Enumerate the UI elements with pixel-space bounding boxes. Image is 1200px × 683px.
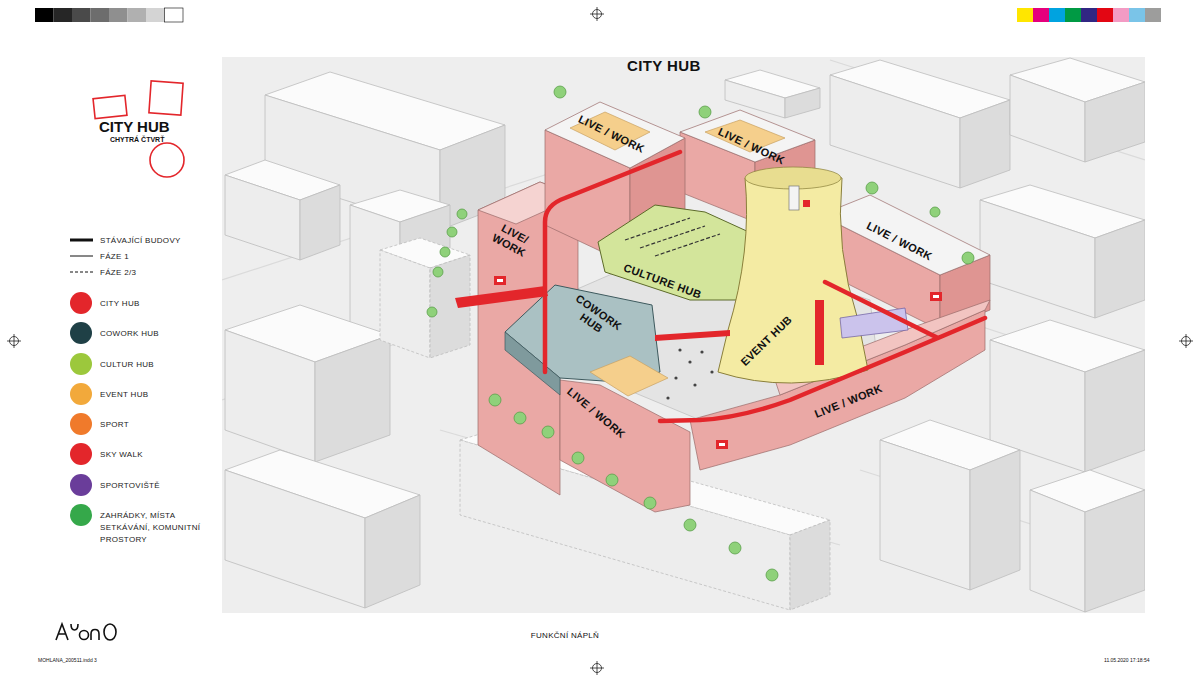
legend-swatch — [70, 474, 92, 496]
registration-marks — [7, 7, 1193, 675]
legend-swatch — [70, 292, 92, 314]
legend-text: FÁZE 2/3 — [100, 267, 136, 279]
legend-text: ZAHRÁDKY, MÍSTA SETKÁVÁNÍ, KOMUNITNÍ PRO… — [100, 510, 204, 546]
print-file-name: MOHLANA_200511.indd 3 — [38, 658, 97, 664]
studio-logo — [56, 624, 116, 640]
legend-line-samples — [70, 240, 93, 272]
legend-swatch — [70, 413, 92, 435]
logo-subtitle: CHYTRÁ ČTVRŤ — [110, 136, 164, 144]
people-dots — [666, 348, 713, 399]
legend-text: COWORK HUB — [100, 328, 159, 340]
print-timestamp: 11.05.2020 17:18:54 — [1104, 658, 1150, 664]
print-color-bars — [35, 8, 1161, 22]
diagram-title: CITY HUB — [627, 57, 701, 74]
legend-text: STÁVAJÍCÍ BUDOVY — [100, 235, 181, 247]
legend-text: CITY HUB — [100, 298, 140, 310]
city-hub-complex — [478, 102, 990, 512]
legend-swatch — [70, 504, 92, 526]
legend-text: EVENT HUB — [100, 389, 148, 401]
caption: FUNKČNÍ NÁPLŇ — [531, 631, 599, 640]
legend-swatch — [70, 443, 92, 465]
trees — [427, 86, 974, 581]
city-hub-markers — [494, 276, 942, 449]
legend-text: SPORT — [100, 419, 129, 431]
sky-walk — [455, 152, 985, 421]
legend-text: CULTUR HUB — [100, 359, 154, 371]
legend-text: FÁZE 1 — [100, 251, 129, 263]
legend-swatch — [70, 383, 92, 405]
surrounding-buildings — [225, 58, 1145, 612]
legend-swatch — [70, 322, 92, 344]
brand-logo-marks — [93, 81, 184, 177]
site-ground — [222, 57, 1145, 613]
legend-text: SKY WALK — [100, 449, 143, 461]
logo-title: CITY HUB — [99, 118, 170, 135]
legend-swatch — [70, 353, 92, 375]
legend-text: SPORTOVIŠTĚ — [100, 480, 160, 492]
